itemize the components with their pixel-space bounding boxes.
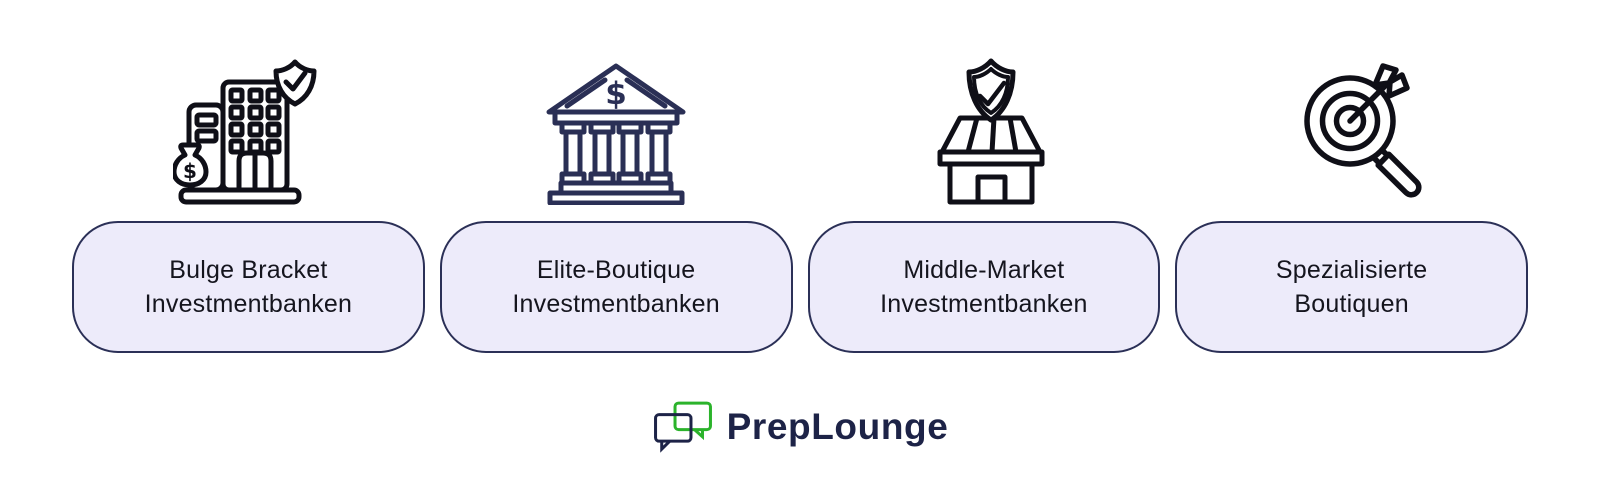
category-label-line2: Boutiquen xyxy=(1294,290,1409,318)
categories-diagram: $ Bulge Bracket Investmentbanken $ xyxy=(72,55,1528,353)
category-label-line1: Bulge Bracket xyxy=(169,256,328,284)
category-column-bulge-bracket: $ Bulge Bracket Investmentbanken xyxy=(72,55,425,353)
classical-bank-icon: $ xyxy=(546,63,686,205)
office-building-moneybag-shield-icon: $ xyxy=(173,59,317,205)
category-label-line2: Investmentbanken xyxy=(512,290,720,318)
preplounge-logo-text: PrepLounge xyxy=(726,406,949,447)
category-label-line1: Spezialisierte xyxy=(1275,256,1428,284)
category-card-elite-boutique: Elite-Boutique Investmentbanken xyxy=(439,221,793,353)
category-card-bulge-bracket: Bulge Bracket Investmentbanken xyxy=(72,221,425,353)
storefront-shield-icon xyxy=(937,58,1045,205)
category-column-middle-market: Middle-Market Investmentbanken xyxy=(807,55,1161,353)
svg-text:$: $ xyxy=(605,76,627,112)
chat-bubbles-icon xyxy=(653,401,712,453)
target-magnifier-icon xyxy=(1303,63,1422,198)
category-label-line2: Investmentbanken xyxy=(880,290,1088,318)
category-label-line2: Investmentbanken xyxy=(144,290,353,318)
category-card-middle-market: Middle-Market Investmentbanken xyxy=(807,221,1161,353)
category-card-spezialisierte: Spezialisierte Boutiquen xyxy=(1175,221,1528,353)
category-label-line1: Elite-Boutique xyxy=(536,256,696,284)
category-label-line1: Middle-Market xyxy=(903,256,1065,284)
category-column-spezialisierte: Spezialisierte Boutiquen xyxy=(1175,55,1528,353)
svg-text:$: $ xyxy=(183,159,197,183)
category-column-elite-boutique: $ Elite-Boutique Investmentbanken xyxy=(439,55,793,353)
preplounge-logo: PrepLounge xyxy=(0,399,1600,455)
